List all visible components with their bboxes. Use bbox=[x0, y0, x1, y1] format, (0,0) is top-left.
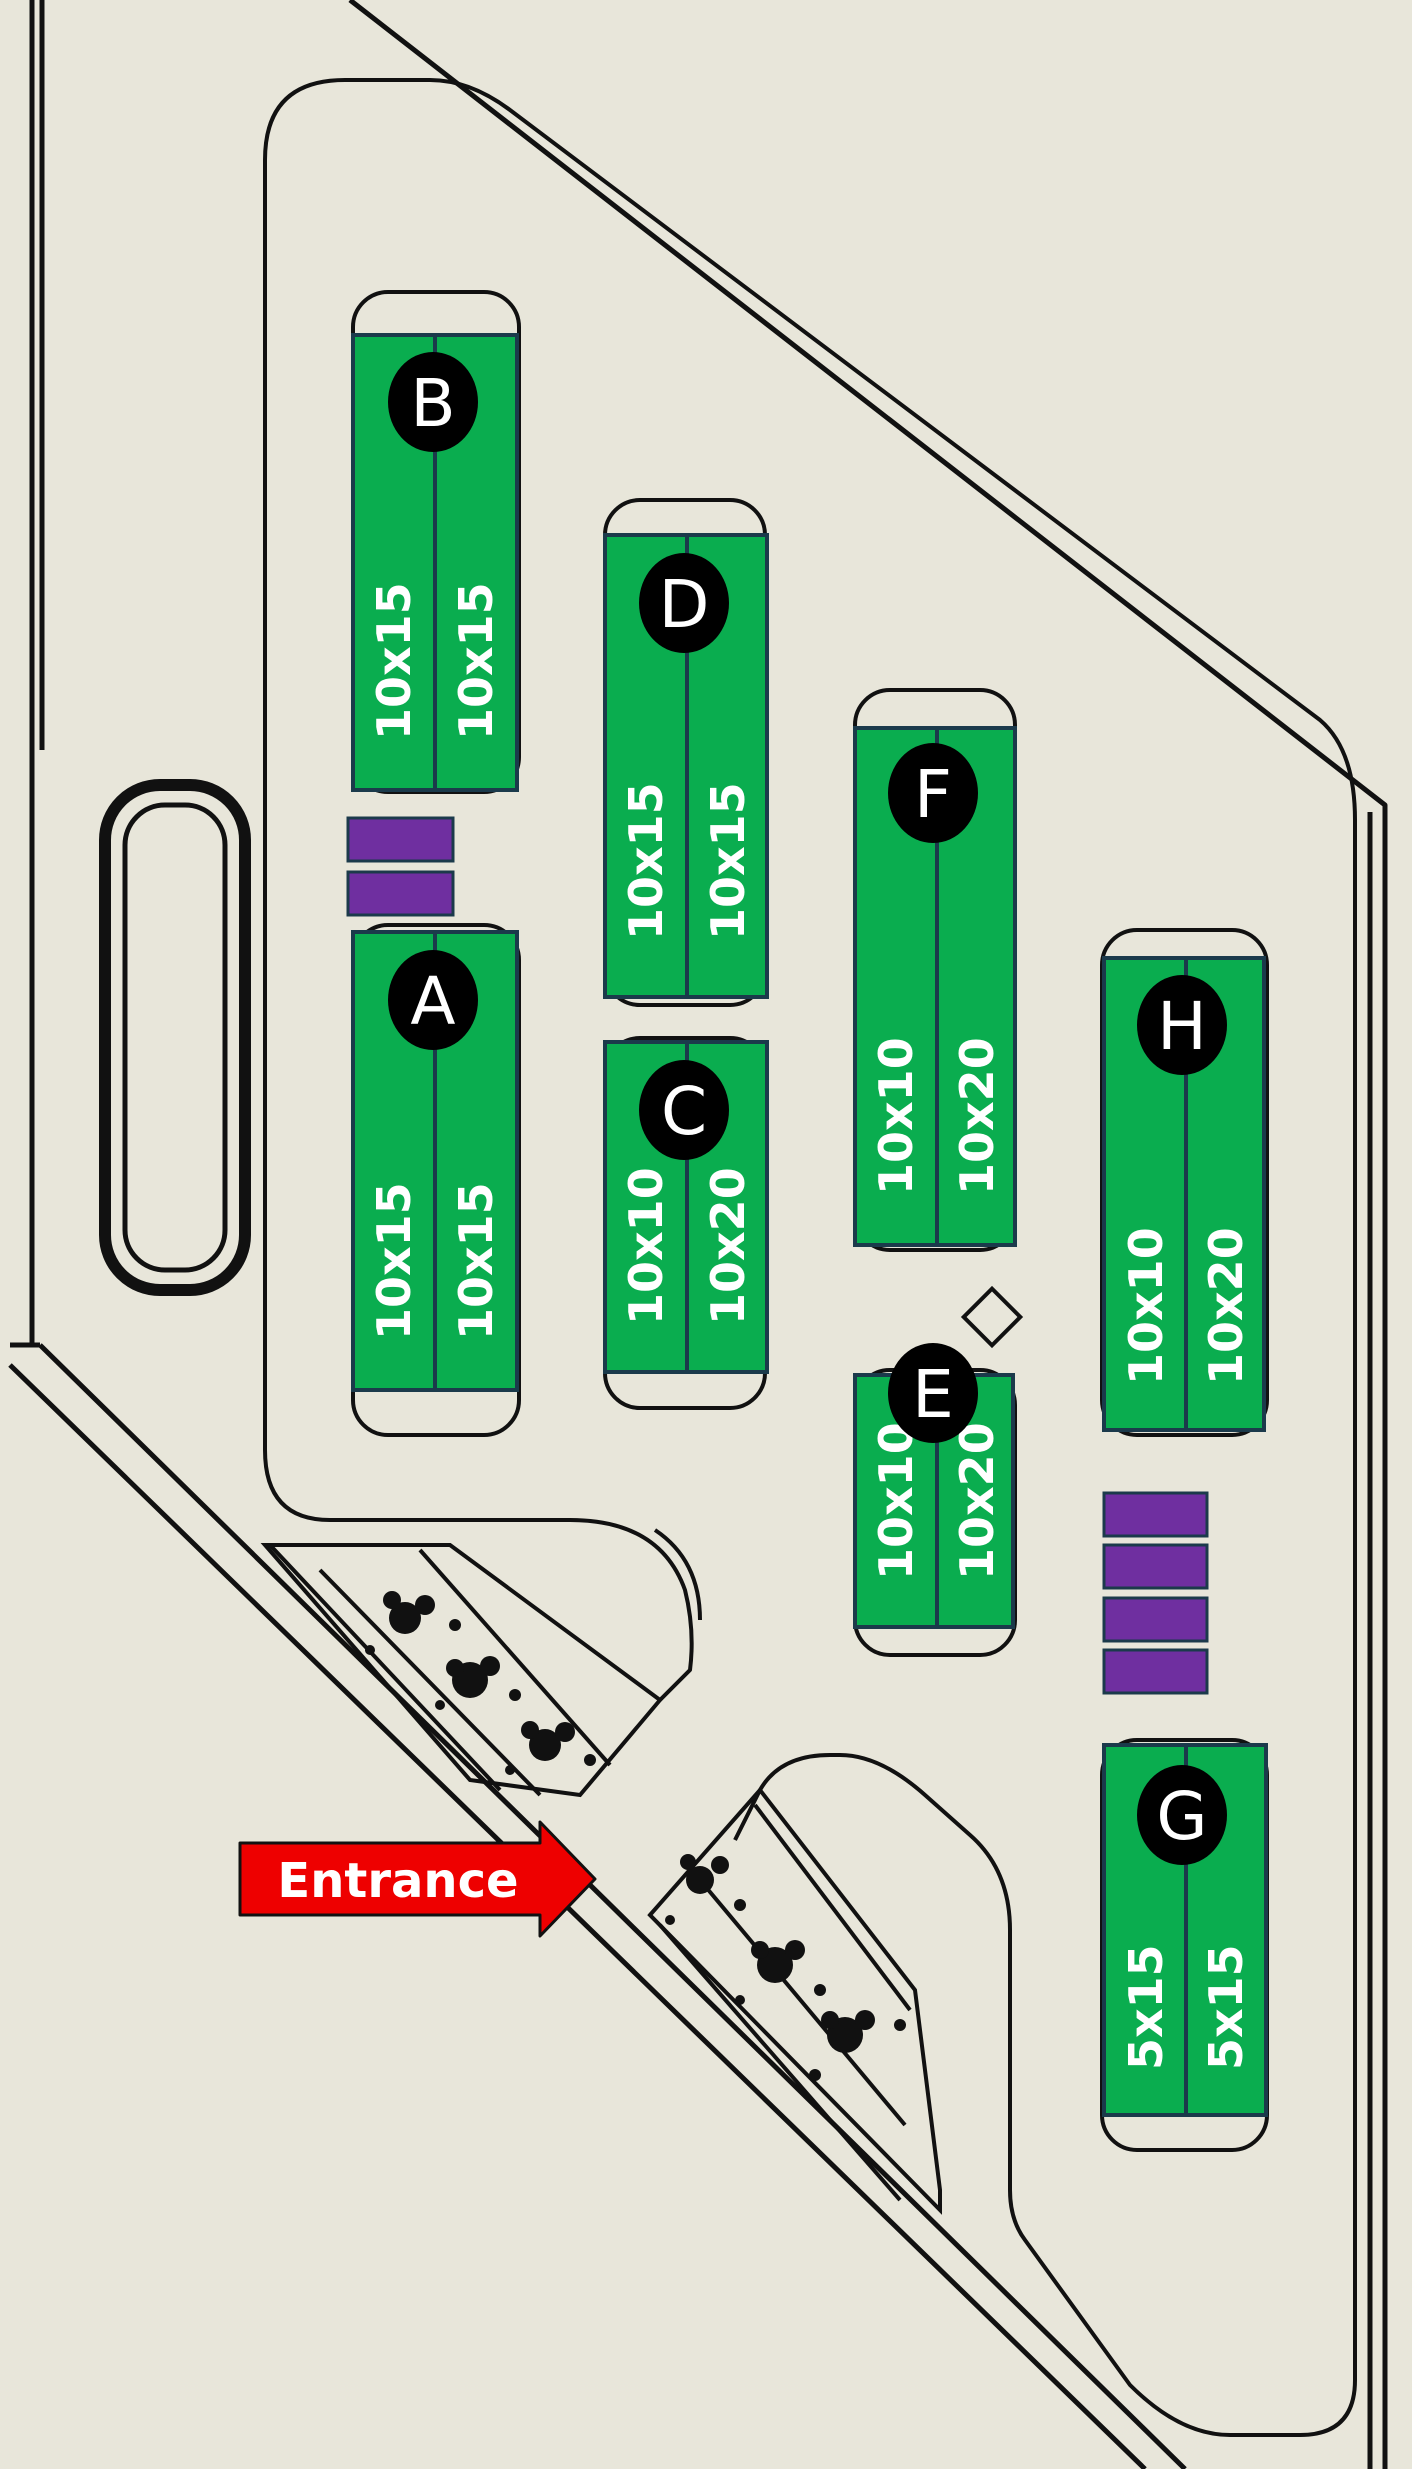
building-g-unit-right-size: 5x15 bbox=[1199, 1944, 1253, 2070]
driveway-loop bbox=[263, 78, 1357, 2437]
building-g-badge bbox=[1137, 1765, 1227, 1865]
shrub-cluster-left bbox=[365, 1591, 596, 1775]
building-g[interactable]: 5x15 5x15 G bbox=[1102, 1743, 1268, 2117]
building-b-badge bbox=[388, 352, 478, 452]
building-c[interactable]: 10x10 10x20 C bbox=[603, 1040, 769, 1374]
building-a-badge bbox=[388, 950, 478, 1050]
reserved-space bbox=[346, 870, 455, 917]
entrance-marker: Entrance bbox=[238, 1820, 597, 1938]
building-d-unit-right-size: 10x15 bbox=[701, 782, 755, 940]
building-b-unit-right-size: 10x15 bbox=[449, 582, 503, 740]
building-f[interactable]: 10x10 10x20 F bbox=[853, 726, 1017, 1247]
building-a-unit-right-size: 10x15 bbox=[449, 1182, 503, 1340]
building-d-unit-left-size: 10x15 bbox=[619, 782, 673, 940]
landscape-island-left bbox=[260, 1543, 663, 1798]
building-c-unit-left-size: 10x10 bbox=[619, 1167, 673, 1325]
reserved-space bbox=[1102, 1596, 1209, 1643]
building-f-label: F bbox=[914, 756, 952, 833]
building-f-unit-right-size: 10x20 bbox=[950, 1037, 1004, 1195]
arrow-right-icon bbox=[238, 1820, 597, 1938]
building-c-label: C bbox=[661, 1073, 707, 1150]
building-e-badge bbox=[888, 1343, 978, 1443]
building-h-unit-right-size: 10x20 bbox=[1199, 1227, 1253, 1385]
building-f-badge bbox=[888, 743, 978, 843]
entrance-label: Entrance bbox=[277, 1853, 518, 1909]
marker-diamond bbox=[960, 1285, 1024, 1349]
building-d[interactable]: 10x15 10x15 D bbox=[603, 533, 769, 999]
office-building bbox=[99, 779, 251, 1296]
building-b-label: B bbox=[410, 365, 455, 442]
shrub-cluster-right bbox=[665, 1854, 906, 2081]
building-a-label: A bbox=[410, 963, 455, 1040]
building-c-badge bbox=[639, 1060, 729, 1160]
building-d-label: D bbox=[659, 566, 710, 643]
building-c-unit-right-size: 10x20 bbox=[701, 1167, 755, 1325]
building-b-unit-left-size: 10x15 bbox=[367, 582, 421, 740]
building-h-unit-left-size: 10x10 bbox=[1119, 1227, 1173, 1385]
building-e-unit-left-size: 10x10 bbox=[869, 1422, 923, 1580]
building-g-unit-left-size: 5x15 bbox=[1119, 1944, 1173, 2070]
reserved-space bbox=[1102, 1491, 1209, 1538]
building-a[interactable]: 10x15 10x15 A bbox=[351, 930, 519, 1392]
building-b[interactable]: 10x15 10x15 B bbox=[351, 333, 519, 792]
building-f-unit-left-size: 10x10 bbox=[869, 1037, 923, 1195]
building-e-unit-right-size: 10x20 bbox=[950, 1422, 1004, 1580]
building-h-badge bbox=[1137, 975, 1227, 1075]
building-h-label: H bbox=[1157, 988, 1207, 1065]
building-e-label: E bbox=[912, 1356, 954, 1433]
reserved-space bbox=[1102, 1648, 1209, 1695]
building-d-badge bbox=[639, 553, 729, 653]
building-e[interactable]: 10x10 10x20 E bbox=[853, 1343, 1015, 1629]
reserved-space bbox=[346, 816, 455, 863]
property-lines bbox=[8, 0, 1388, 2469]
building-a-unit-left-size: 10x15 bbox=[367, 1182, 421, 1340]
landscape-island-right bbox=[647, 1786, 942, 2215]
reserved-space bbox=[1102, 1543, 1209, 1590]
reserved-spaces bbox=[346, 816, 1209, 1695]
building-g-label: G bbox=[1156, 1778, 1207, 1855]
building-h[interactable]: 10x10 10x20 H bbox=[1102, 956, 1266, 1432]
